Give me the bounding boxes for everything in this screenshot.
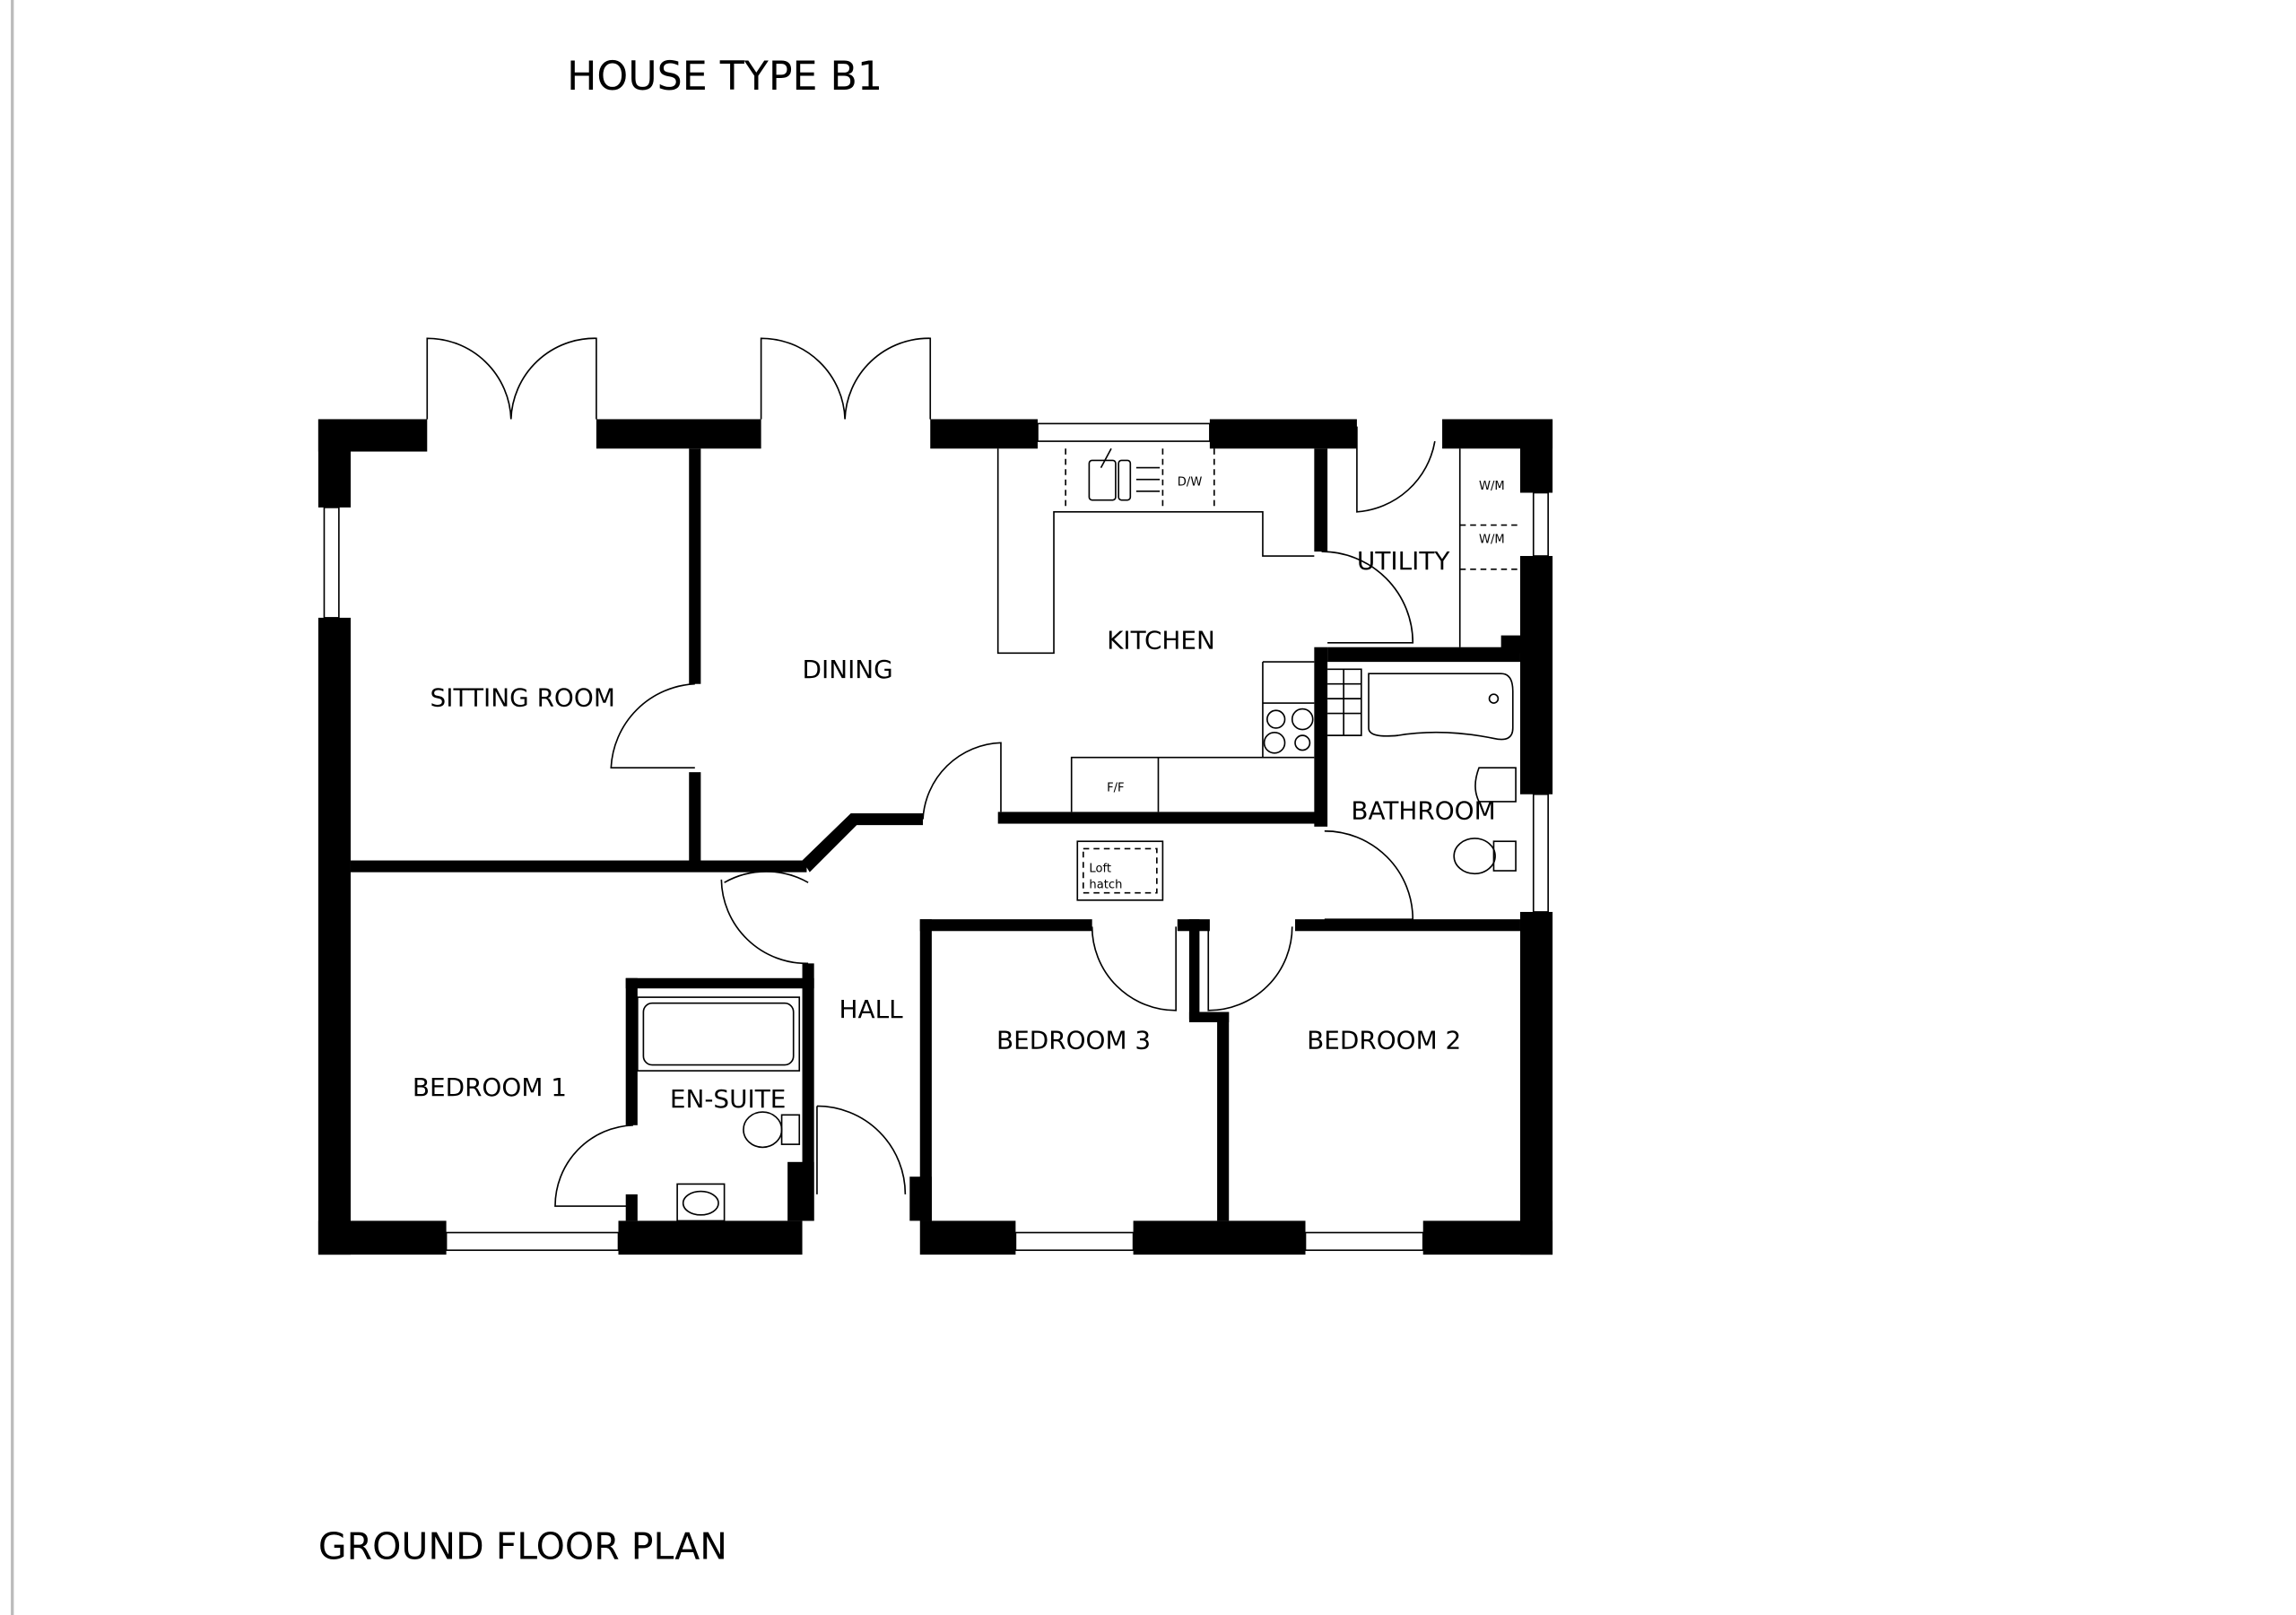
room-label-bedroom2: BEDROOM 2 — [1307, 1026, 1461, 1055]
toilet-icon — [1453, 838, 1496, 875]
bathtub-icon — [1368, 673, 1514, 741]
fridge-freezer-label: F/F — [1107, 781, 1124, 794]
window-bedroom1 — [445, 1231, 620, 1252]
window-sitting-room — [323, 507, 340, 619]
utility-fittings: W/M W/M — [1458, 448, 1520, 647]
room-label-bedroom1: BEDROOM 1 — [413, 1072, 567, 1102]
wm1-label: W/M — [1479, 480, 1505, 493]
plan-title: HOUSE TYPE B1 — [567, 54, 883, 100]
room-label-en-suite: EN-SUITE — [670, 1084, 786, 1114]
plan-subtitle: GROUND FLOOR PLAN — [318, 1525, 727, 1568]
room-label-bathroom: BATHROOM — [1351, 796, 1495, 826]
dishwasher-label: D/W — [1178, 475, 1203, 489]
room-label-bedroom3: BEDROOM 3 — [996, 1026, 1151, 1055]
ensuite-fittings — [637, 996, 801, 1222]
ensuite-basin-icon — [676, 1183, 726, 1222]
room-label-sitting-room: SITTING ROOM — [430, 682, 615, 712]
window-kitchen — [1037, 422, 1211, 442]
room-label-kitchen: KITCHEN — [1107, 625, 1215, 655]
window-bedroom3 — [1014, 1231, 1135, 1252]
windows — [323, 422, 1549, 1252]
ensuite-bath-icon — [637, 996, 801, 1072]
french-doors — [426, 337, 1436, 513]
outer-walls — [317, 419, 1553, 1255]
ensuite-toilet-icon — [743, 1111, 783, 1149]
loft-hatch-label-2: hatch — [1089, 879, 1122, 892]
washbasin-icon — [1474, 767, 1517, 803]
loft-hatch: Loft hatch — [1076, 840, 1164, 901]
window-bathroom — [1532, 793, 1549, 913]
loft-hatch-label-1: Loft — [1089, 863, 1111, 876]
sink-icon — [1088, 459, 1117, 501]
wm2-label: W/M — [1479, 533, 1505, 546]
internal-walls — [350, 448, 1520, 1221]
kitchen-fittings: D/W F/F — [996, 447, 1315, 812]
bathroom-fittings — [1327, 668, 1517, 875]
hob-icon — [1266, 709, 1286, 729]
room-label-hall: HALL — [839, 994, 904, 1024]
room-label-dining: DINING — [803, 655, 893, 684]
internal-doors — [554, 551, 1414, 1207]
room-label-utility: UTILITY — [1357, 546, 1450, 576]
window-utility — [1532, 491, 1549, 557]
window-bedroom2 — [1304, 1231, 1424, 1252]
room-labels: SITTING ROOM DINING KITCHEN UTILITY BATH… — [413, 546, 1496, 1114]
